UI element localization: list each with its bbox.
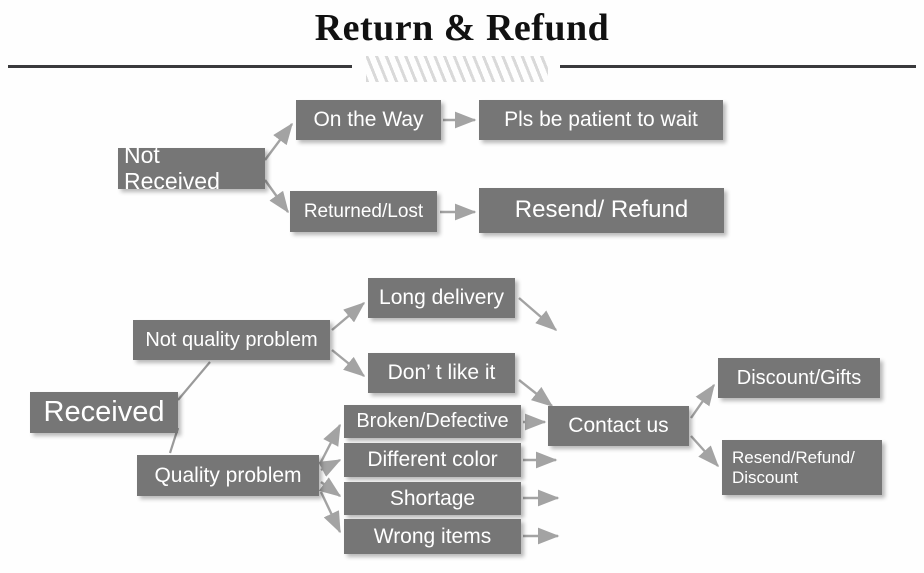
node-discount-gifts[interactable]: Discount/Gifts <box>718 358 880 398</box>
node-not-received[interactable]: Not Received <box>118 142 265 193</box>
node-pls-be-patient-to-wait[interactable]: Pls be patient to wait <box>479 100 723 140</box>
arrow-quality-to-wrong-items <box>319 491 342 534</box>
arrow-dont-like-to-contact <box>518 379 554 407</box>
divider-rule-right <box>560 65 916 68</box>
node-not-quality-problem[interactable]: Not quality problem <box>133 320 330 360</box>
arrow-quality-to-broken <box>319 423 342 463</box>
node-shortage[interactable]: Shortage <box>344 482 521 515</box>
arrow-not-received-to-on-the-way <box>264 122 293 161</box>
node-returned-lost[interactable]: Returned/Lost <box>290 191 437 232</box>
node-resend-refund[interactable]: Resend/ Refund <box>479 188 724 233</box>
arrow-quality-to-diff-color <box>318 458 342 477</box>
arrow-contact-to-discount-gifts <box>690 383 715 419</box>
arrow-contact-to-resend-refund-discount <box>690 435 719 468</box>
hatch-divider-icon <box>366 56 548 82</box>
node-long-delivery[interactable]: Long delivery <box>368 278 515 318</box>
node-on-the-way[interactable]: On the Way <box>296 100 441 140</box>
node-wrong-items[interactable]: Wrong items <box>344 519 521 554</box>
arrow-not-received-to-returned-lost <box>264 179 289 214</box>
node-different-color[interactable]: Different color <box>344 443 521 477</box>
arrow-quality-to-shortage <box>318 477 342 497</box>
arrow-long-delivery-to-contact <box>518 297 558 331</box>
page-title: Return & Refund <box>314 7 610 49</box>
divider-rule-left <box>8 65 352 68</box>
node-contact-us[interactable]: Contact us <box>548 406 689 446</box>
arrow-not-quality-to-dont-like <box>331 349 366 377</box>
node-broken-defective[interactable]: Broken/Defective <box>344 405 521 438</box>
node-received[interactable]: Received <box>30 392 178 433</box>
decorative-divider <box>0 56 924 82</box>
arrow-not-quality-to-long-delivery <box>331 302 366 331</box>
node-resend-refund-discount[interactable]: Resend/Refund/ Discount <box>722 440 882 495</box>
line-received-to-not-quality <box>177 361 211 401</box>
node-dont-like-it[interactable]: Don’ t like it <box>368 353 515 393</box>
node-quality-problem[interactable]: Quality problem <box>137 455 319 496</box>
